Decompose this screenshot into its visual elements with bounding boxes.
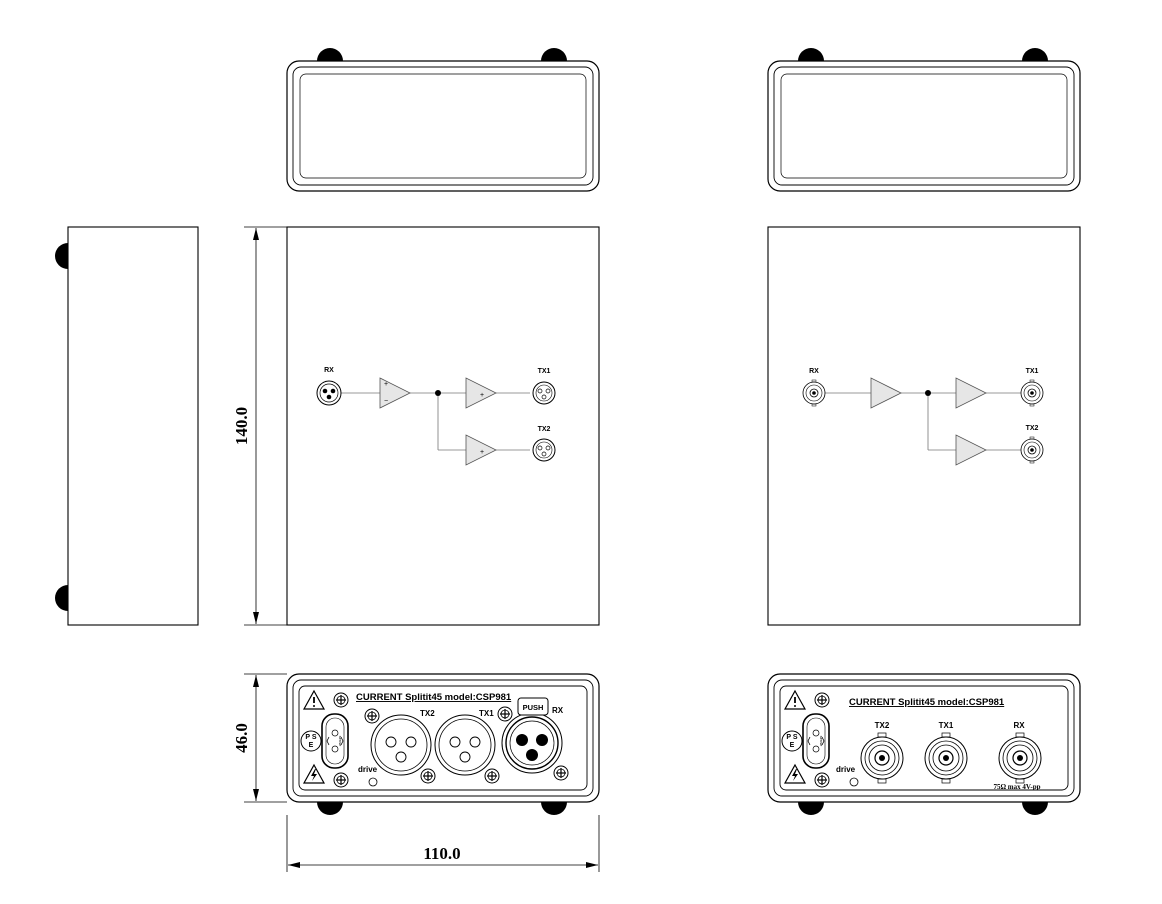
- screw-head-icon: [814, 692, 830, 708]
- pse-label-top: P S: [305, 734, 316, 741]
- tx2-label: TX2: [875, 721, 890, 730]
- height-dimension-label: 46.0: [232, 723, 251, 753]
- rx-label: RX: [809, 368, 819, 375]
- tx1-label: TX1: [479, 709, 494, 718]
- plus-sign: +: [384, 381, 388, 388]
- tx1-label: TX1: [939, 721, 954, 730]
- height-dimension: 46.0: [232, 673, 287, 803]
- top-view-left: [286, 48, 600, 192]
- xlr-connector-icon[interactable]: [370, 714, 432, 776]
- screw-head-icon: [497, 706, 513, 722]
- tx1-label: TX1: [1026, 368, 1039, 375]
- minus-sign: −: [384, 398, 388, 405]
- screw-head-icon: [364, 708, 380, 724]
- xlr-connector-icon: [316, 380, 342, 406]
- rx-label: RX: [324, 367, 334, 374]
- screw-head-icon: [814, 772, 830, 788]
- plan-view-right: RX TX1 TX2: [767, 226, 1081, 626]
- junction-dot: [925, 390, 931, 396]
- pse-label-top: P S: [786, 734, 797, 741]
- xlr-connector-icon: [532, 381, 556, 405]
- drive-label: drive: [836, 765, 856, 774]
- depth-dimension: 140.0: [232, 226, 287, 626]
- screw-head-icon: [553, 765, 569, 781]
- junction-dot: [435, 390, 441, 396]
- tx1-label: TX1: [538, 368, 551, 375]
- sense-label: sense: [819, 736, 824, 747]
- tx2-label: TX2: [420, 709, 435, 718]
- xlr-connector-icon: [532, 438, 556, 462]
- push-latch-button[interactable]: [517, 697, 549, 716]
- depth-dimension-label: 140.0: [232, 407, 251, 445]
- front-panel-xlr: P S E sense drive CURRENT Splitit45 mode…: [286, 673, 600, 815]
- drive-label: drive: [358, 765, 378, 774]
- width-dimension-label: 110.0: [423, 844, 460, 863]
- side-view: [55, 226, 199, 626]
- push-label: PUSH: [523, 703, 544, 712]
- screw-head-icon: [420, 768, 436, 784]
- width-dimension: 110.0: [286, 815, 600, 872]
- panel-title: CURRENT Splitit45 model:CSP981: [849, 697, 1005, 708]
- tx2-label: TX2: [1026, 425, 1039, 432]
- rx-label: RX: [1013, 721, 1025, 730]
- screw-head-icon: [333, 692, 349, 708]
- xlr-connector-icon[interactable]: [434, 714, 496, 776]
- drive-trim-icon[interactable]: [849, 777, 859, 787]
- drive-trim-icon[interactable]: [368, 777, 378, 787]
- top-view-right: [767, 48, 1081, 192]
- sense-label: sense: [338, 736, 343, 747]
- panel-title: CURRENT Splitit45 model:CSP981: [356, 692, 512, 703]
- screw-head-icon: [333, 772, 349, 788]
- plus-sign: +: [480, 392, 484, 399]
- xlr-connector-icon[interactable]: [501, 712, 563, 774]
- pse-label-bottom: E: [790, 742, 795, 749]
- plus-sign: +: [480, 449, 484, 456]
- impedance-spec: 75Ω max 4V-pp: [993, 783, 1040, 791]
- pse-label-bottom: E: [309, 742, 314, 749]
- screw-head-icon: [484, 768, 500, 784]
- rx-label: RX: [552, 706, 564, 715]
- tx2-label: TX2: [538, 426, 551, 433]
- plan-view-left: + − + + RX TX1 TX2: [286, 226, 600, 626]
- front-panel-bnc: P S E sense drive CURRENT Splitit45 mode…: [767, 673, 1081, 815]
